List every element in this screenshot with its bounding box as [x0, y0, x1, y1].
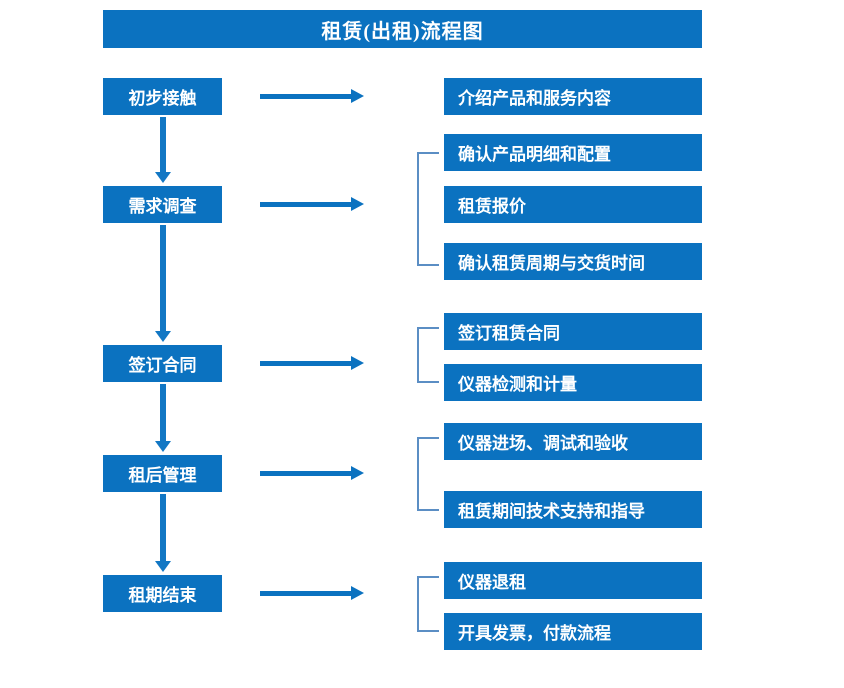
vertical-arrow-3 — [155, 384, 171, 452]
detail-box-yiqi-jiance-jiliang[interactable]: 仪器检测和计量 — [444, 364, 702, 401]
horizontal-arrow-3 — [260, 356, 364, 370]
horizontal-arrow-1 — [260, 89, 364, 103]
detail-box-kaiju-fapiao-fukuan[interactable]: 开具发票，付款流程 — [444, 613, 702, 650]
detail-box-zulin-qijian-jishu-zhichi[interactable]: 租赁期间技术支持和指导 — [444, 491, 702, 528]
detail-box-yiqi-tuizu[interactable]: 仪器退租 — [444, 562, 702, 599]
stage-box-chubu-jiechu[interactable]: 初步接触 — [103, 78, 222, 115]
horizontal-arrow-5 — [260, 586, 364, 600]
detail-box-queren-zulin-zhouqi[interactable]: 确认租赁周期与交货时间 — [444, 243, 702, 280]
vertical-arrow-4 — [155, 494, 171, 572]
diagram-title: 租赁(出租)流程图 — [103, 10, 702, 48]
stage-box-qianding-hetong[interactable]: 签订合同 — [103, 345, 222, 382]
group-bracket-qianding-hetong — [417, 327, 439, 383]
detail-box-zulin-baojia[interactable]: 租赁报价 — [444, 186, 702, 223]
stage-box-zuhou-guanli[interactable]: 租后管理 — [103, 455, 222, 492]
detail-box-jieshao-chanpin-fuwu[interactable]: 介绍产品和服务内容 — [444, 78, 702, 115]
group-bracket-zuqi-jieshu — [417, 576, 439, 632]
group-bracket-xuqiu-diaocha — [417, 152, 439, 266]
stage-box-xuqiu-diaocha[interactable]: 需求调查 — [103, 186, 222, 223]
detail-box-yiqi-jinchang-tiaoshi[interactable]: 仪器进场、调试和验收 — [444, 423, 702, 460]
detail-box-queren-chanpin-mingxi[interactable]: 确认产品明细和配置 — [444, 134, 702, 171]
vertical-arrow-2 — [155, 225, 171, 342]
horizontal-arrow-4 — [260, 466, 364, 480]
detail-box-qianding-zulin-hetong[interactable]: 签订租赁合同 — [444, 313, 702, 350]
horizontal-arrow-2 — [260, 197, 364, 211]
group-bracket-zuhou-guanli — [417, 437, 439, 511]
vertical-arrow-1 — [155, 117, 171, 183]
stage-box-zuqi-jieshu[interactable]: 租期结束 — [103, 575, 222, 612]
